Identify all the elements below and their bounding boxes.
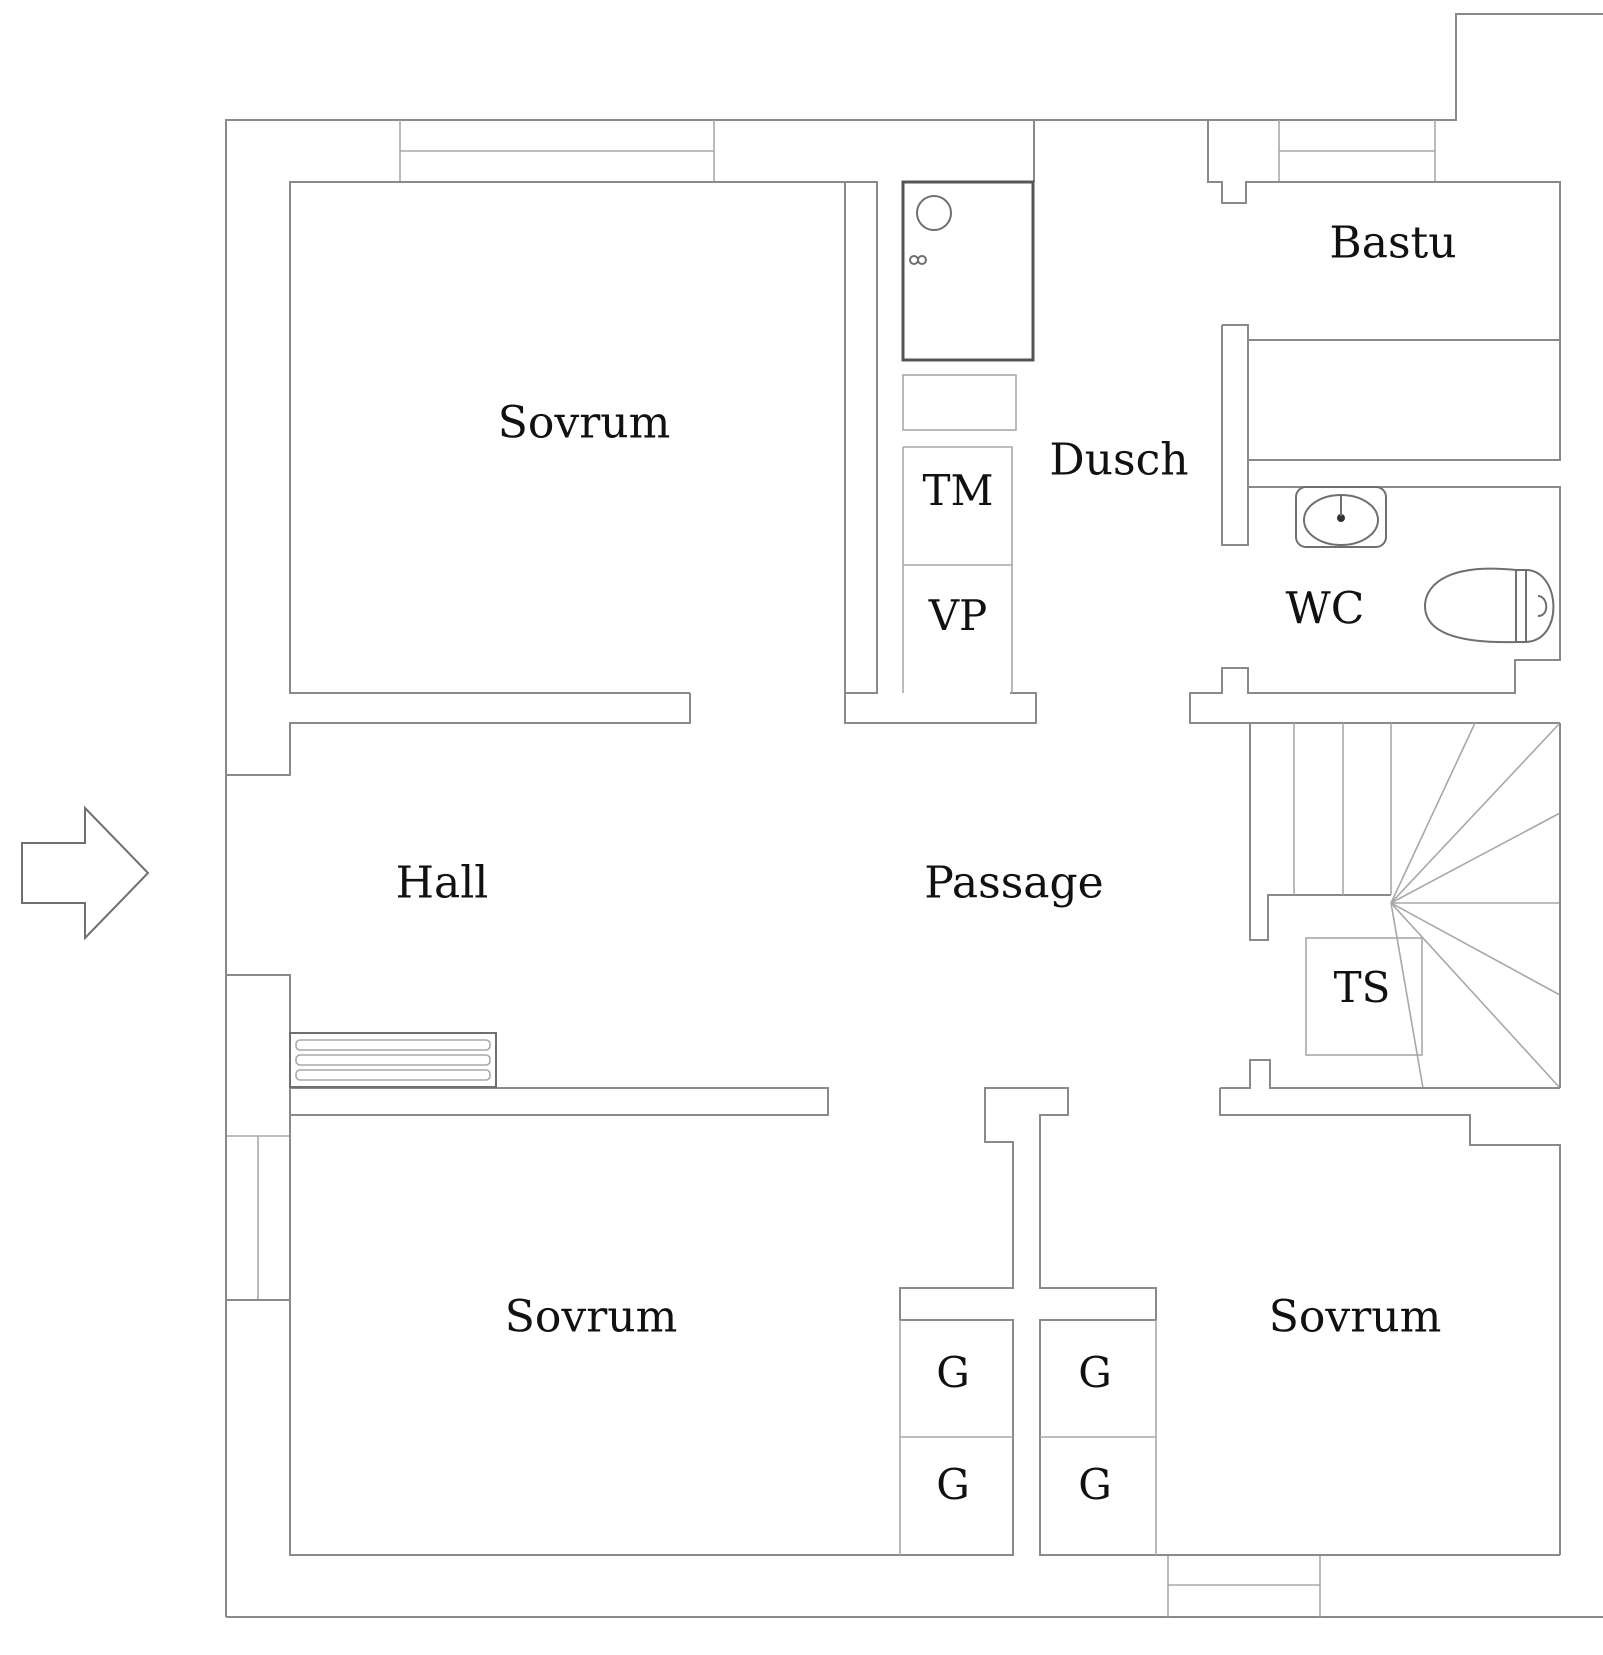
toilet-icon bbox=[1423, 567, 1555, 644]
label-ts: TS bbox=[1334, 963, 1391, 1012]
label-tm: TM bbox=[922, 466, 993, 515]
radiator-icon bbox=[289, 1032, 497, 1088]
label-g-1: G bbox=[936, 1348, 970, 1397]
room-dusch-walls bbox=[901, 120, 1035, 693]
staircase-icon bbox=[1219, 722, 1561, 1555]
label-dusch: Dusch bbox=[1049, 435, 1188, 486]
label-sovrum-bottom-left: Sovrum bbox=[505, 1292, 678, 1343]
label-g-3: G bbox=[936, 1460, 970, 1509]
room-sovrum-bottom-walls bbox=[226, 1087, 1560, 1556]
entrance-arrow-icon bbox=[21, 805, 150, 941]
exterior-walls bbox=[225, 13, 1603, 1618]
window-top-left bbox=[399, 120, 715, 182]
label-hall: Hall bbox=[396, 858, 489, 909]
label-g-2: G bbox=[1078, 1348, 1112, 1397]
window-bottom-right bbox=[1167, 1555, 1321, 1617]
label-g-4: G bbox=[1078, 1460, 1112, 1509]
sink-icon bbox=[1295, 486, 1387, 548]
room-hall-walls bbox=[225, 974, 829, 1617]
label-sovrum-top: Sovrum bbox=[498, 398, 671, 449]
window-top-right bbox=[1278, 120, 1436, 182]
shower-icon bbox=[901, 180, 1035, 362]
label-passage: Passage bbox=[924, 858, 1103, 909]
label-wc: WC bbox=[1286, 584, 1365, 635]
label-vp: VP bbox=[928, 591, 988, 640]
room-sovrum-top-walls bbox=[226, 181, 1037, 776]
room-bastu-walls bbox=[1189, 120, 1561, 724]
window-left-bottom bbox=[226, 1135, 290, 1301]
label-bastu: Bastu bbox=[1329, 218, 1456, 269]
label-sovrum-bottom-right: Sovrum bbox=[1269, 1292, 1442, 1343]
